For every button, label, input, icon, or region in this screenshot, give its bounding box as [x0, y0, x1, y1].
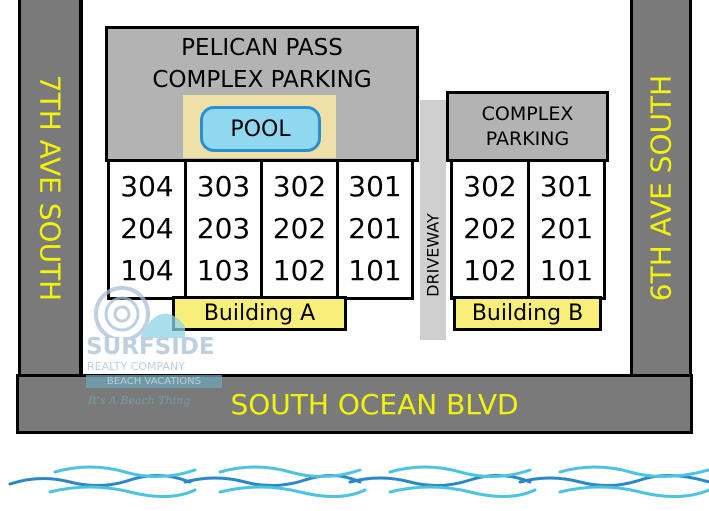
unit-number: 204 — [120, 211, 174, 245]
wave — [558, 465, 709, 478]
wave — [558, 485, 709, 499]
unit-number: 302 — [272, 170, 327, 204]
unit-number: 302 — [463, 170, 517, 204]
unit-number: 202 — [272, 211, 327, 245]
driveway: DRIVEWAY — [420, 100, 446, 340]
unit-stack: 303 203 103 — [184, 159, 263, 300]
complex-parking: COMPLEX PARKING — [446, 91, 609, 162]
unit-number: 303 — [196, 170, 251, 204]
unit-number: 304 — [120, 170, 174, 204]
logo-tag: BEACH VACATIONS — [86, 375, 222, 388]
unit-number: 202 — [463, 211, 517, 245]
logo-sub: REALTY COMPANY — [87, 360, 185, 373]
parking-subtitle: COMPLEX PARKING — [152, 67, 372, 93]
unit-stack: 302 202 102 — [260, 159, 339, 300]
road-7th-ave-south: 7TH AVE SOUTH — [18, 0, 82, 378]
unit-stack: 304 204 104 — [107, 159, 187, 300]
unit-number: 101 — [348, 253, 402, 287]
road-label: SOUTH OCEAN BLVD — [230, 387, 519, 421]
building-b-label: Building B — [453, 296, 602, 331]
unit-number: 104 — [120, 253, 174, 287]
wave — [53, 465, 197, 479]
unit-stack: 301 201 101 — [336, 159, 414, 300]
driveway-label: DRIVEWAY — [423, 213, 443, 297]
unit-number: 301 — [348, 170, 402, 204]
building-a-label: Building A — [172, 296, 347, 331]
wave — [218, 485, 367, 499]
unit-number: 201 — [348, 211, 402, 245]
wave — [388, 485, 537, 499]
wave — [388, 465, 532, 479]
unit-stack: 302 202 102 — [450, 159, 530, 300]
unit-number: 101 — [539, 253, 594, 287]
unit-number: 103 — [196, 253, 251, 287]
pool-label: POOL — [230, 116, 291, 142]
surfside-logo: SURFSIDE REALTY COMPANY BEACH VACATIONS … — [86, 276, 236, 416]
parking-line1: COMPLEX — [481, 103, 574, 125]
road-label: 7TH AVE SOUTH — [33, 74, 67, 301]
building-label-text: Building A — [203, 301, 316, 326]
unit-number: 102 — [272, 253, 327, 287]
unit-stack: 301 201 101 — [527, 159, 606, 300]
unit-number: 201 — [539, 211, 594, 245]
ocean-waves — [8, 465, 709, 499]
road-label: 6TH AVE SOUTH — [644, 74, 678, 301]
building-label-text: Building B — [471, 301, 584, 326]
unit-number: 301 — [539, 170, 594, 204]
pool: POOL — [200, 106, 321, 152]
logo-slogan: It's A Beach Thing — [88, 394, 191, 407]
wave — [48, 485, 197, 499]
logo-name: SURFSIDE — [86, 334, 215, 360]
road-6th-ave-south: 6TH AVE SOUTH — [630, 0, 692, 378]
unit-number: 203 — [196, 211, 251, 245]
wave — [218, 465, 362, 479]
wave-swirl-icon — [94, 286, 185, 338]
unit-number: 102 — [463, 253, 517, 287]
parking-line2: PARKING — [485, 128, 570, 150]
parking-title: PELICAN PASS — [181, 35, 343, 61]
